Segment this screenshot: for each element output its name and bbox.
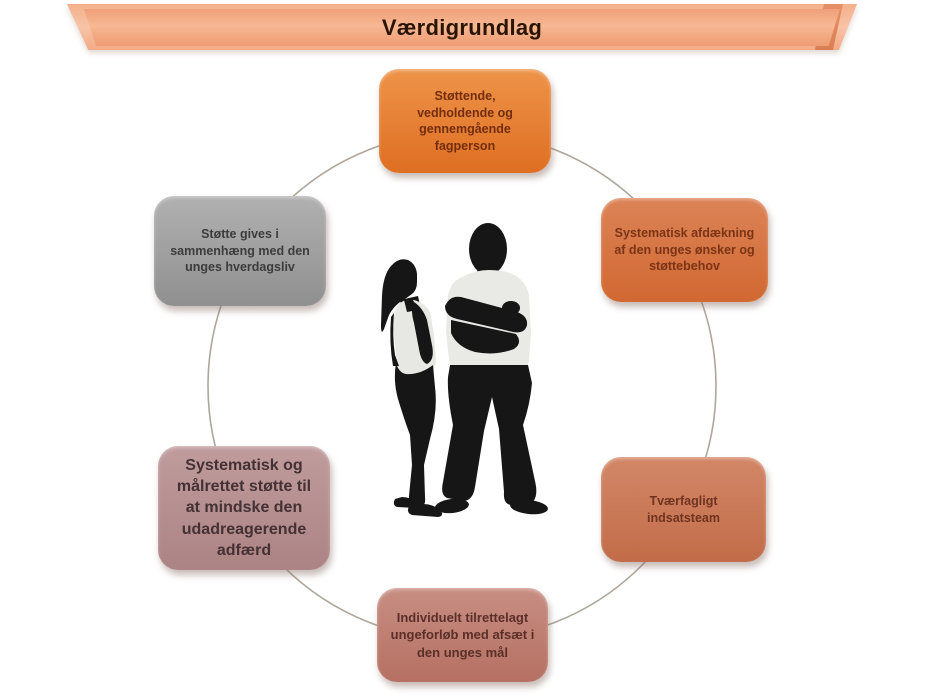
title-banner-face: Værdigrundlag xyxy=(84,9,840,46)
title-banner: Værdigrundlag xyxy=(67,4,857,50)
node-label: Individuelt tilrettelagt ungeforløb med … xyxy=(390,610,535,660)
node-label: Systematisk og målrettet støtte til at m… xyxy=(176,457,312,559)
node-individual-program: Individuelt tilrettelagt ungeforløb med … xyxy=(377,588,548,682)
node-targeted-support: Systematisk og målrettet støtte til at m… xyxy=(158,446,330,570)
two-people-silhouette xyxy=(381,223,548,517)
node-label: Tværfagligt indsatsteam xyxy=(647,494,720,525)
node-label: Systematisk afdækning af den unges ønske… xyxy=(614,226,755,274)
diagram-title: Værdigrundlag xyxy=(381,14,543,40)
node-supportive-professional: Støttende, vedholdende og gennemgående f… xyxy=(379,69,551,173)
node-label: Støtte gives i sammenhæng med den unges … xyxy=(170,227,310,275)
node-systematic-mapping: Systematisk afdækning af den unges ønske… xyxy=(601,198,768,302)
man-silhouette xyxy=(435,223,548,515)
node-interdisciplinary-team: Tværfagligt indsatsteam xyxy=(601,457,766,562)
node-label: Støttende, vedholdende og gennemgående f… xyxy=(417,89,513,153)
woman-silhouette xyxy=(381,259,443,517)
node-everyday-life-support: Støtte gives i sammenhæng med den unges … xyxy=(154,196,326,306)
